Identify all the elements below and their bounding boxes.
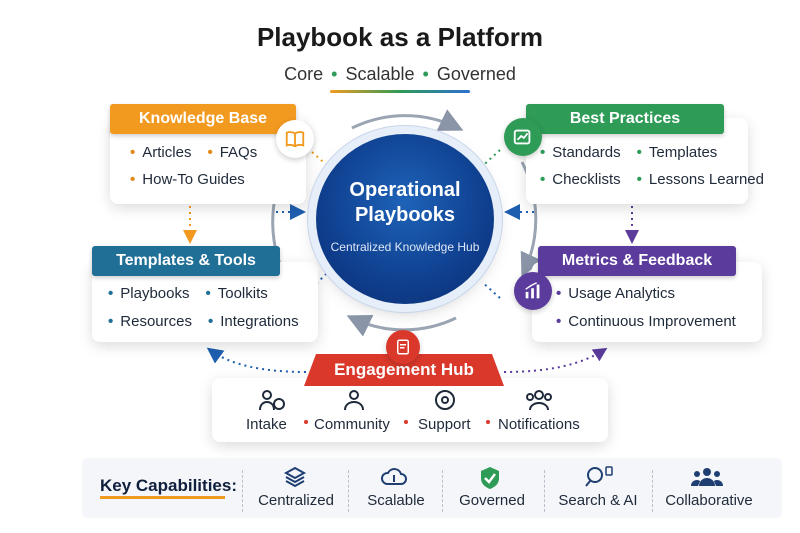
- document-icon: [386, 330, 420, 364]
- capability-centralized: Centralized: [258, 492, 334, 509]
- metrics-feedback-title: Metrics & Feedback: [538, 246, 736, 276]
- metrics-feedback-row-1: •Usage Analytics: [556, 285, 675, 302]
- subtitle-scalable: Scalable: [345, 64, 415, 84]
- bullet: [486, 420, 490, 424]
- subtitle-core: Core: [284, 64, 324, 84]
- engagement-support: Support: [418, 416, 471, 433]
- divider: [242, 470, 243, 512]
- bullet: [404, 420, 408, 424]
- divider: [442, 470, 443, 512]
- support-icon: [435, 390, 455, 410]
- capability-collaborative: Collaborative: [665, 492, 753, 509]
- intake-icon: [259, 390, 285, 411]
- collaborative-icon: [691, 468, 723, 486]
- divider: [544, 470, 545, 512]
- engagement-hub-card: [212, 378, 608, 442]
- knowledge-base-item: FAQs: [219, 144, 258, 161]
- templates-tools-item: Resources: [120, 313, 192, 330]
- templates-tools-title: Templates & Tools: [92, 246, 280, 276]
- center-subtitle: Centralized Knowledge Hub: [330, 240, 480, 254]
- templates-tools-row-1: •Playbooks•Toolkits: [108, 285, 268, 302]
- chart-check-icon: [504, 118, 542, 156]
- layers-icon: [283, 466, 307, 488]
- link-metrics: [481, 281, 501, 299]
- knowledge-base-title: Knowledge Base: [110, 104, 296, 134]
- templates-tools-item: Toolkits: [217, 285, 268, 302]
- notifications-icon: [526, 390, 552, 411]
- templates-tools-row-2: •Resources•Integrations: [108, 313, 299, 330]
- center-title-line-1: Operational: [349, 179, 461, 201]
- engagement-intake: Intake: [246, 416, 287, 433]
- bullet: [304, 420, 308, 424]
- best-practices-item: Standards: [552, 144, 621, 161]
- knowledge-base-row-1: •Articles•FAQs: [130, 144, 258, 161]
- best-practices-title: Best Practices: [526, 104, 724, 134]
- link-best-practices: [477, 149, 501, 171]
- key-capabilities-label: Key Capabilities:: [100, 476, 237, 495]
- cloud-icon: [381, 468, 407, 485]
- metrics-feedback-item: Usage Analytics: [568, 285, 675, 302]
- subtitle-separator: •: [422, 64, 429, 84]
- bar-chart-icon: [514, 272, 552, 310]
- search-ai-icon: [585, 466, 613, 487]
- knowledge-base-row-2: •How-To Guides: [130, 171, 245, 188]
- templates-tools-item: Integrations: [220, 313, 299, 330]
- ring-arrow-top: [351, 109, 464, 131]
- center-hub-circle: [316, 134, 494, 304]
- divider: [348, 470, 349, 512]
- capability-scalable: Scalable: [367, 492, 425, 509]
- best-practices-item: Templates: [648, 144, 718, 161]
- center-title: Operational Playbooks: [316, 178, 494, 228]
- subtitle: Core • Scalable • Governed: [0, 64, 800, 85]
- subtitle-underline: [330, 90, 470, 93]
- key-capabilities-underline: [100, 496, 225, 499]
- key-capabilities-bar: [82, 458, 782, 518]
- engagement-notifications: Notifications: [498, 416, 580, 433]
- templates-tools-item: Playbooks: [120, 285, 190, 302]
- metrics-feedback-row-2: •Continuous Improvement: [556, 313, 736, 330]
- engagement-community: Community: [314, 416, 390, 433]
- page-title: Playbook as a Platform: [256, 22, 544, 52]
- ring-arrow-bottom: [346, 314, 457, 337]
- capability-governed: Governed: [459, 492, 525, 509]
- shield-check-icon: [481, 467, 499, 489]
- best-practices-item: Lessons Learned: [648, 171, 764, 188]
- metrics-feedback-item: Continuous Improvement: [568, 313, 736, 330]
- center-title-line-2: Playbooks: [354, 204, 456, 226]
- knowledge-base-item: Articles: [142, 144, 192, 161]
- subtitle-governed: Governed: [436, 64, 516, 84]
- best-practices-row-1: •Standards•Templates: [540, 144, 718, 161]
- divider: [652, 470, 653, 512]
- link-knowledge: [311, 151, 331, 169]
- capability-search-ai: Search & AI: [558, 492, 638, 509]
- subtitle-separator: •: [331, 64, 338, 84]
- book-icon: [276, 120, 314, 158]
- community-icon: [344, 390, 364, 411]
- best-practices-row-2: •Checklists•Lessons Learned: [540, 171, 764, 188]
- best-practices-item: Checklists: [552, 171, 621, 188]
- knowledge-base-item: How-To Guides: [142, 171, 245, 188]
